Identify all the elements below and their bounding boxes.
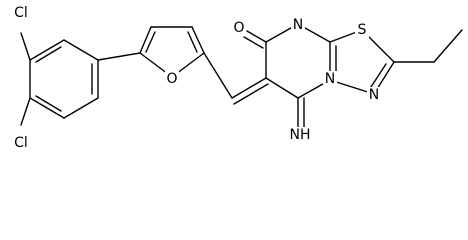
bond [29, 97, 65, 119]
bond [35, 95, 62, 112]
bond [231, 77, 267, 99]
bond [139, 26, 152, 54]
bond [20, 32, 31, 61]
bond [29, 39, 65, 61]
chlorine-label-bottom: Cl [14, 135, 28, 151]
atom-imine: NH [288, 127, 312, 143]
bond [63, 39, 99, 61]
bridgehead-nitrogen-label: N [325, 71, 335, 87]
bond [203, 52, 233, 99]
bond [145, 31, 156, 53]
bond [97, 52, 141, 61]
bond [243, 36, 264, 49]
bond-lines [20, 23, 463, 129]
bond [35, 46, 62, 63]
bond [329, 79, 375, 95]
atom-carbonyl-o: O [232, 20, 246, 36]
bond [20, 97, 31, 126]
thiadiazole-nitrogen-label: N [369, 87, 379, 103]
bond [265, 77, 299, 99]
bond [191, 26, 205, 54]
atom-n-thiadiazole: N [367, 87, 381, 103]
furan-oxygen-label: O [166, 71, 177, 87]
bond [187, 31, 198, 53]
atom-labels: Cl Cl O O N S N N [11, 5, 381, 151]
atom-furan-o: O [165, 71, 179, 87]
bond [246, 30, 267, 43]
bond [433, 29, 463, 63]
pyrimidine-nitrogen-label: N [293, 17, 303, 33]
bond [63, 97, 99, 119]
atom-cl-bottom: Cl [11, 135, 31, 151]
carbonyl-oxygen-label: O [233, 20, 244, 36]
atom-cl-top: Cl [11, 5, 31, 21]
bond [368, 63, 387, 91]
imine-nh-label: NH [290, 127, 311, 143]
chlorine-label-top: Cl [14, 5, 28, 21]
atom-n-bridge: N [323, 71, 337, 87]
atom-s-thiadiazole: S [355, 22, 369, 38]
bond [233, 83, 269, 105]
molecule-structure-diagram: Cl Cl O O N S N N [11, 5, 463, 151]
atom-n-pyrimidine: N [291, 17, 305, 33]
sulfur-label: S [358, 22, 367, 38]
